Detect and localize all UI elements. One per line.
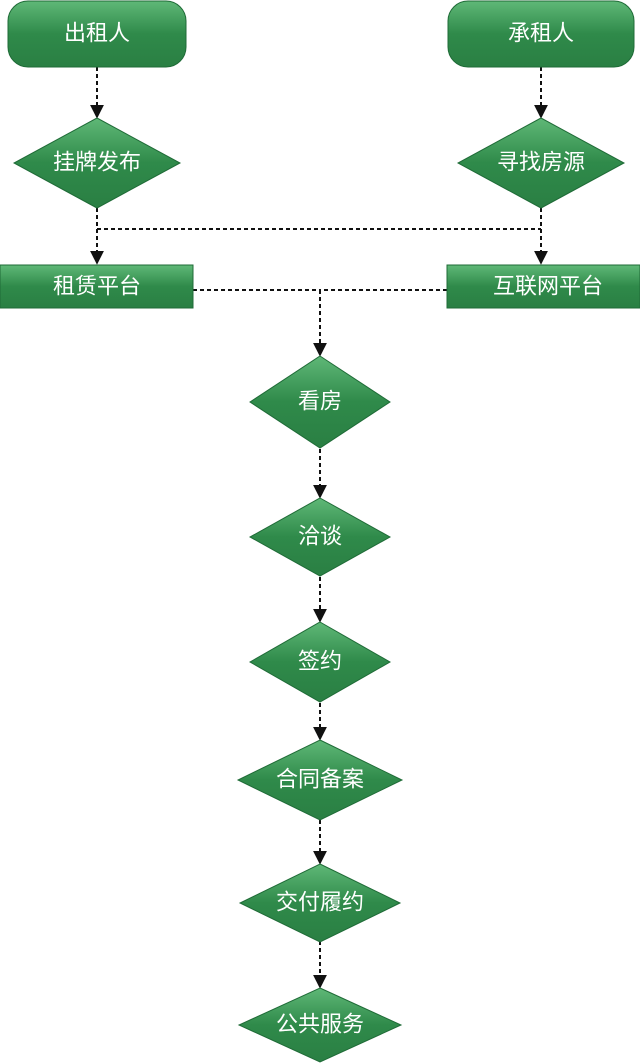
node-find-source: 寻找房源 — [456, 117, 626, 209]
node-internet-platform-label: 互联网平台 — [493, 275, 603, 300]
node-internet-platform: 互联网平台 — [446, 264, 640, 309]
node-public-service: 公共服务 — [237, 987, 403, 1063]
node-delivery-label: 交付履约 — [276, 891, 364, 916]
node-list-publish: 挂牌发布 — [12, 117, 182, 209]
node-delivery: 交付履约 — [238, 863, 402, 943]
node-lessor: 出租人 — [7, 0, 187, 68]
node-view-house-label: 看房 — [298, 390, 342, 415]
node-lessee-label: 承租人 — [508, 22, 574, 47]
node-negotiate-label: 洽谈 — [298, 525, 342, 550]
node-sign-label: 签约 — [298, 650, 342, 675]
node-rental-platform: 租赁平台 — [0, 264, 194, 309]
node-contract-filing-label: 合同备案 — [276, 768, 364, 793]
node-contract-filing: 合同备案 — [236, 739, 404, 821]
node-negotiate: 洽谈 — [248, 497, 392, 577]
node-public-service-label: 公共服务 — [276, 1013, 364, 1038]
node-lessee: 承租人 — [447, 0, 635, 68]
node-find-source-label: 寻找房源 — [497, 151, 585, 176]
node-rental-platform-label: 租赁平台 — [53, 275, 141, 300]
node-view-house: 看房 — [249, 355, 391, 449]
node-sign: 签约 — [248, 621, 392, 703]
edges — [90, 67, 548, 989]
node-lessor-label: 出租人 — [64, 22, 130, 47]
node-list-publish-label: 挂牌发布 — [53, 151, 141, 176]
